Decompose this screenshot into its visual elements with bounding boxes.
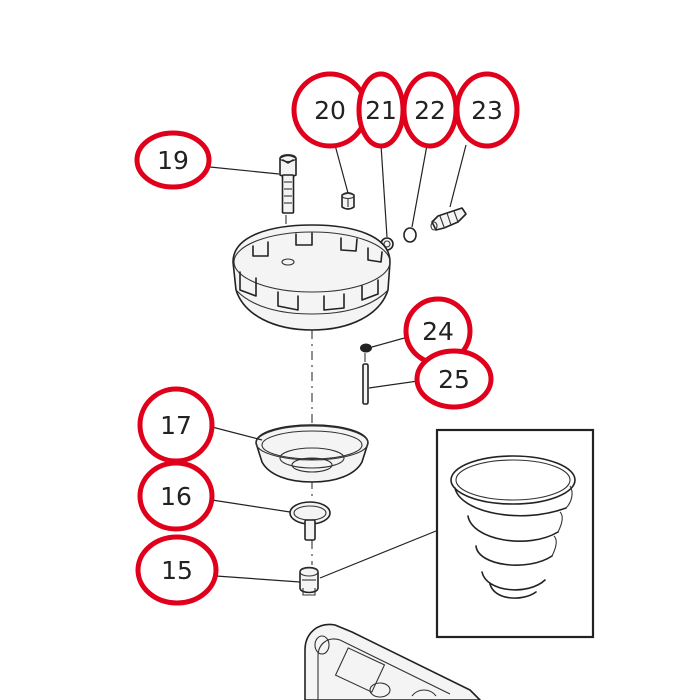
callout-24-label: 24 [422, 317, 454, 346]
part-22-o-ring [403, 227, 417, 243]
part-16-valve-stem [289, 501, 331, 541]
spring-icon [450, 455, 576, 599]
main-cover [232, 224, 391, 331]
callout-15-label: 15 [161, 556, 193, 585]
part-15-spring-seat [299, 566, 319, 596]
callout-21: 21 [356, 71, 406, 149]
part-19-cap-screw [279, 153, 297, 214]
callout-25: 25 [414, 348, 494, 410]
callout-25-label: 25 [438, 365, 470, 394]
callout-17: 17 [137, 386, 215, 464]
callout-15: 15 [135, 534, 219, 606]
part-20-fitting [341, 192, 355, 210]
callout-23: 23 [454, 71, 520, 149]
callout-20-label: 20 [314, 96, 346, 125]
callout-17-label: 17 [160, 411, 192, 440]
callout-23-label: 23 [471, 96, 503, 125]
part-24-ball [360, 343, 372, 353]
callout-22-label: 22 [414, 96, 446, 125]
callout-19: 19 [134, 130, 212, 190]
spring-detail-box [435, 428, 595, 639]
callout-24: 24 [403, 296, 473, 366]
leader-lines [209, 144, 467, 583]
callouts: 19 20 21 22 23 24 25 17 [134, 71, 520, 606]
part-17-diaphragm [255, 424, 369, 483]
callout-16-label: 16 [160, 482, 192, 511]
callout-22: 22 [401, 71, 459, 149]
callout-16: 16 [137, 460, 215, 532]
callout-20: 20 [291, 71, 369, 149]
callout-21-label: 21 [365, 96, 397, 125]
part-25-pin [362, 363, 369, 405]
part-23-valve-insert [430, 207, 467, 231]
housing-fragment [304, 623, 481, 700]
callout-19-label: 19 [157, 146, 189, 175]
